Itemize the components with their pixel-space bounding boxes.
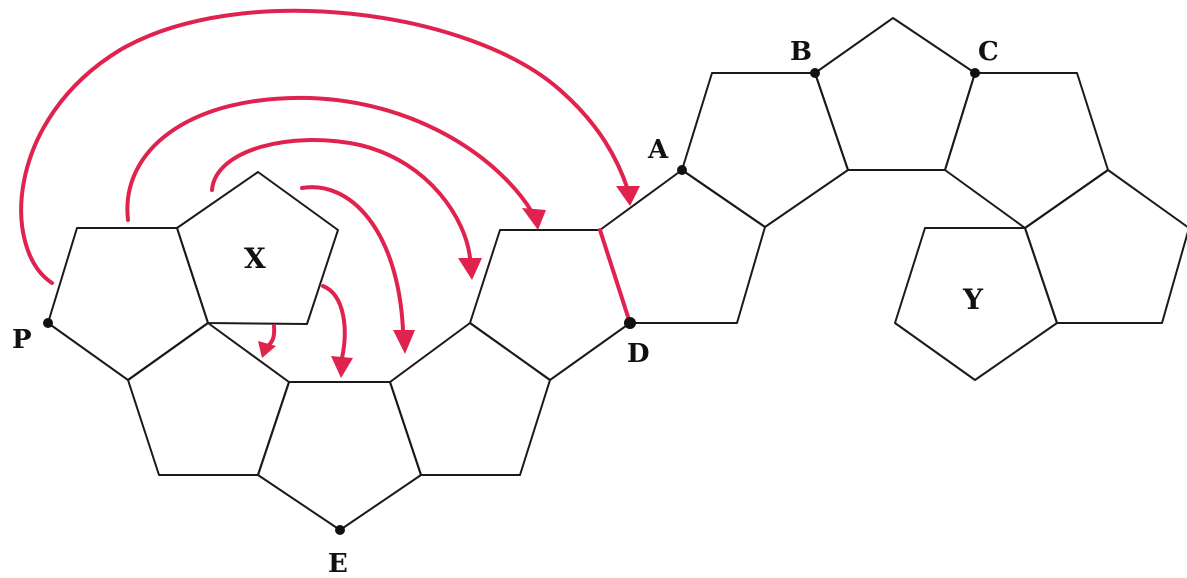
face-middle [469, 229, 631, 381]
fold-arrow-second [125, 95, 534, 222]
vertex-dot-c [970, 68, 980, 78]
fold-arrow-short [266, 324, 277, 348]
fold-arrow-fourth [300, 185, 405, 332]
fold-arrow-fourth-head-icon [393, 330, 415, 354]
label-b: B [790, 37, 812, 67]
face-top-a-b [681, 72, 849, 228]
label-e: E [328, 549, 348, 578]
vertex-dot-a [677, 165, 687, 175]
fold-arrow-third [210, 138, 472, 260]
vertex-dot-e [335, 525, 345, 535]
face-x [176, 171, 339, 325]
fold-arrow-fifth-head-icon [331, 356, 353, 378]
diagram-labels: A B C D E P X Y [12, 37, 999, 578]
net-faces [47, 17, 1187, 531]
label-d: D [627, 339, 650, 369]
fold-arrows [19, 8, 640, 378]
fold-arrow-outer [19, 8, 630, 285]
fold-arrow-second-head-icon [522, 208, 546, 230]
vertex-dot-d [624, 317, 636, 329]
fold-arrow-short-head-icon [258, 341, 276, 358]
face-bottom-center [257, 381, 422, 531]
face-top-c [944, 72, 1109, 229]
highlighted-edge-d [598, 228, 632, 325]
fold-arrow-third-head-icon [458, 258, 482, 280]
label-c: C [978, 37, 999, 67]
face-label-x: X [244, 242, 266, 275]
label-a: A [647, 135, 669, 165]
label-p: P [12, 325, 32, 355]
fold-arrow-outer-head-icon [616, 186, 640, 206]
vertex-points [43, 68, 980, 535]
face-top-b-c [814, 17, 976, 171]
face-label-y: Y [962, 283, 984, 316]
face-bottom-right [389, 322, 551, 476]
vertex-dot-b [810, 68, 820, 78]
vertex-dot-p [43, 318, 53, 328]
face-y [894, 227, 1058, 381]
fold-arrow-fifth [321, 284, 347, 360]
